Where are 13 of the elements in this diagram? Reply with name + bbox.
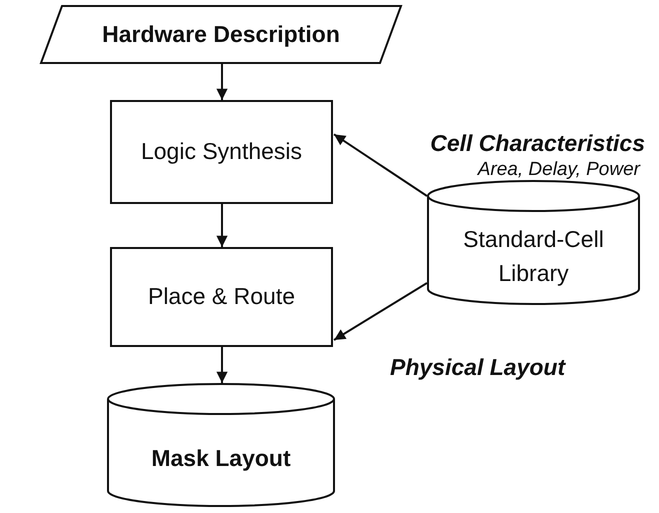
arrow: [216, 64, 228, 100]
arrow: [216, 204, 228, 247]
node-label: Mask Layout: [151, 444, 291, 474]
node-label: Logic Synthesis: [140, 137, 302, 166]
node-label: Hardware Description: [102, 20, 340, 49]
node-label: Standard-Cell Library: [462, 225, 605, 288]
arrow: [216, 347, 228, 383]
annotation-text: Physical Layout: [390, 354, 566, 381]
arrow: [333, 282, 428, 341]
arrow: [333, 133, 428, 197]
node-label: Place & Route: [148, 282, 296, 312]
annotation-text: Cell Characteristics: [430, 130, 645, 157]
annotation-text: Area, Delay, Power: [478, 159, 640, 181]
